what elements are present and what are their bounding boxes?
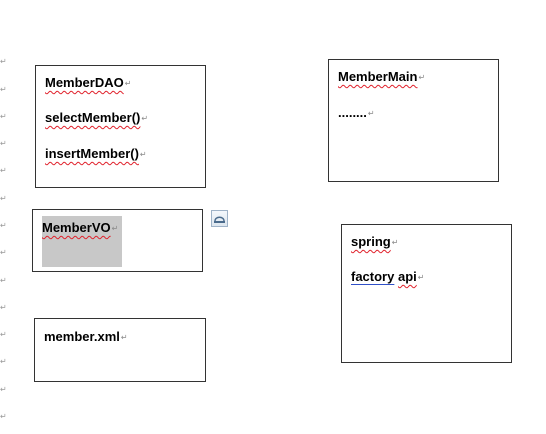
paragraph-mark: ↵ [367, 109, 375, 118]
member-main-textbox[interactable]: MemberMain↵ ........↵ [328, 59, 499, 182]
margin-mark: ↵ [0, 112, 7, 121]
paragraph-mark: ↵ [120, 333, 128, 342]
spring-title: spring↵ [351, 234, 398, 251]
margin-mark: ↵ [0, 85, 7, 94]
member-xml-title: member.xml↵ [44, 329, 128, 346]
member-vo-title: MemberVO↵ [42, 220, 118, 237]
paragraph-mark: ↵ [111, 224, 119, 233]
margin-mark: ↵ [0, 139, 7, 148]
margin-mark: ↵ [0, 221, 7, 230]
margin-paragraph-marks: ↵ ↵ ↵ ↵ ↵ ↵ ↵ ↵ ↵ ↵ ↵ ↵ ↵ ↵ [0, 0, 10, 434]
member-dao-textbox[interactable]: MemberDAO↵ selectMember()↵ insertMember(… [35, 65, 206, 188]
spring-textbox[interactable]: spring↵ factory api↵ [341, 224, 512, 363]
margin-mark: ↵ [0, 412, 7, 421]
margin-mark: ↵ [0, 276, 7, 285]
paragraph-mark: ↵ [141, 114, 149, 123]
margin-mark: ↵ [0, 330, 7, 339]
select-member-text: selectMember() [45, 110, 141, 125]
member-main-title: MemberMain↵ [338, 69, 425, 86]
margin-mark: ↵ [0, 303, 7, 312]
api-word: api [397, 269, 417, 284]
member-main-title-text: MemberMain [338, 69, 418, 84]
member-vo-title-text: MemberVO [42, 220, 111, 235]
text-selection-highlight [42, 216, 122, 267]
member-dao-title-text: MemberDAO [45, 75, 124, 90]
margin-mark: ↵ [0, 357, 7, 366]
margin-mark: ↵ [0, 194, 7, 203]
member-dao-title: MemberDAO↵ [45, 75, 131, 92]
margin-mark: ↵ [0, 248, 7, 257]
insert-member-line: insertMember()↵ [45, 146, 147, 163]
margin-mark: ↵ [0, 385, 7, 394]
factory-api-line: factory api↵ [351, 269, 424, 286]
paragraph-mark: ↵ [139, 150, 147, 159]
paragraph-mark: ↵ [124, 79, 132, 88]
factory-word: factory [351, 269, 395, 284]
member-main-body: ........↵ [338, 105, 375, 122]
paragraph-mark: ↵ [418, 73, 426, 82]
spring-title-text: spring [351, 234, 391, 249]
layout-options-icon[interactable] [211, 210, 228, 227]
member-main-body-text: ........ [338, 105, 367, 120]
select-member-line: selectMember()↵ [45, 110, 148, 127]
margin-mark: ↵ [0, 57, 7, 66]
member-xml-textbox[interactable]: member.xml↵ [34, 318, 206, 382]
member-xml-title-text: member.xml [44, 329, 120, 344]
paragraph-mark: ↵ [417, 273, 425, 282]
paragraph-mark: ↵ [391, 238, 399, 247]
insert-member-text: insertMember() [45, 146, 139, 161]
margin-mark: ↵ [0, 166, 7, 175]
member-vo-textbox[interactable]: MemberVO↵ [32, 209, 203, 272]
